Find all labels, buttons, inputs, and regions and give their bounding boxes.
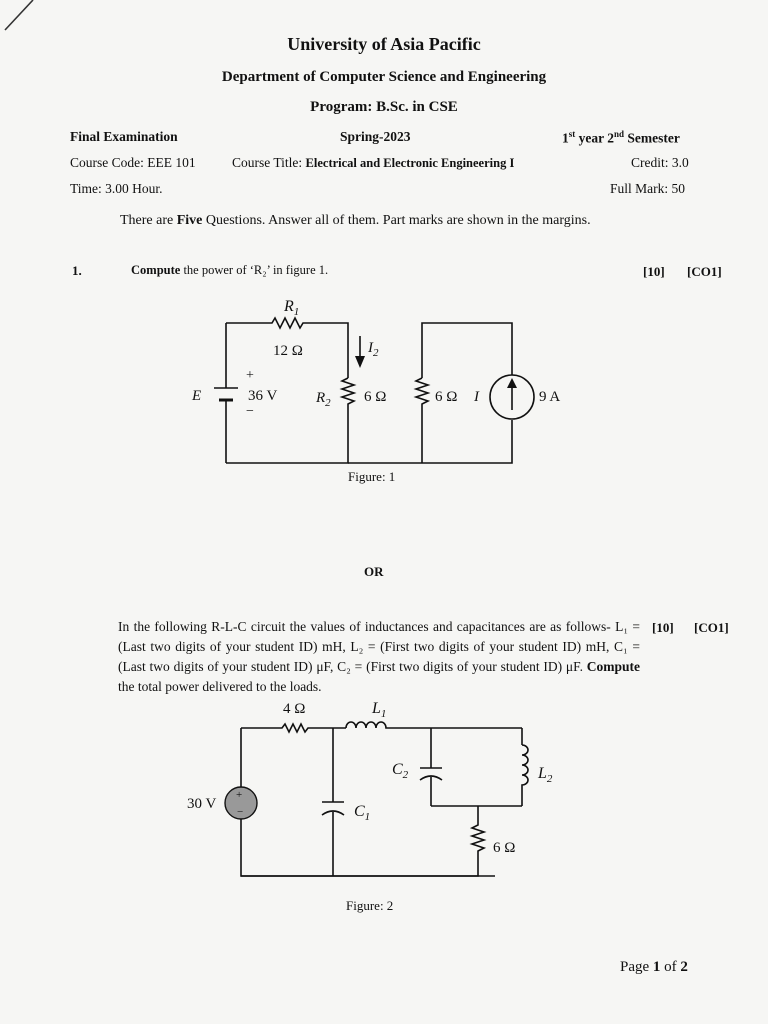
r4-value: 4 Ω <box>283 701 305 717</box>
university-name: University of Asia Pacific <box>287 34 481 54</box>
i2-arrow <box>355 356 365 368</box>
voltage-source-circle <box>224 786 258 820</box>
r6-value: 6 Ω <box>493 840 515 856</box>
exam-session: Spring-2023 <box>340 129 411 144</box>
r1-value: 12 Ω <box>273 343 303 359</box>
current-source-arrow <box>507 378 517 388</box>
question-number: 1. <box>72 263 82 278</box>
figure-2-caption: Figure: 2 <box>346 898 394 913</box>
v-value: 30 V <box>187 796 216 812</box>
c1-plate-bottom <box>321 810 345 816</box>
alt-question-text: In the following R-L-C circuit the value… <box>118 619 640 694</box>
vs-minus: − <box>237 806 243 818</box>
page-number: Page 1 of 2 <box>620 959 688 975</box>
question-text: Compute the power of ‘R₂’ in figure 1. <box>131 263 329 277</box>
i2-label: I2 <box>367 340 379 359</box>
alt-question-co: [CO1] <box>694 620 729 635</box>
c2-label: C2 <box>392 761 409 781</box>
exam-time: Time: 3.00 Hour. <box>70 181 163 196</box>
exam-type: Final Examination <box>70 129 178 144</box>
question-co: [CO1] <box>687 264 722 279</box>
exam-semester: 1st year 2nd Semester <box>562 129 680 146</box>
question-marks: [10] <box>643 264 665 279</box>
cs-value: 9 A <box>539 389 560 405</box>
plus-sign: + <box>246 368 254 383</box>
department-name: Department of Computer Science and Engin… <box>221 69 547 85</box>
course-credit: Credit: 3.0 <box>631 155 689 170</box>
e-label: E <box>191 388 201 404</box>
instructions: There are Five Questions. Answer all of … <box>120 213 591 228</box>
r2-value: 6 Ω <box>364 389 386 405</box>
r2-label: R2 <box>315 390 331 409</box>
minus-sign: − <box>246 404 254 419</box>
course-title: Course Title: Electrical and Electronic … <box>232 155 515 170</box>
r1-label: R1 <box>283 298 299 318</box>
cs-label: I <box>473 389 480 405</box>
c2-plate-bottom <box>419 775 443 781</box>
vs-plus: + <box>236 789 242 801</box>
course-code: Course Code: EEE 101 <box>70 155 196 170</box>
l2-label: L2 <box>537 765 553 785</box>
or-divider: OR <box>364 564 384 579</box>
figure-1-caption: Figure: 1 <box>348 469 396 484</box>
program-name: Program: B.Sc. in CSE <box>310 99 458 115</box>
alt-question-marks: [10] <box>652 620 674 635</box>
e-value: 36 V <box>248 388 277 404</box>
c1-label: C1 <box>354 803 370 823</box>
current-source-circle <box>489 374 535 420</box>
l1-label: L1 <box>371 700 386 720</box>
r3-value: 6 Ω <box>435 389 457 405</box>
full-mark: Full Mark: 50 <box>610 181 686 196</box>
